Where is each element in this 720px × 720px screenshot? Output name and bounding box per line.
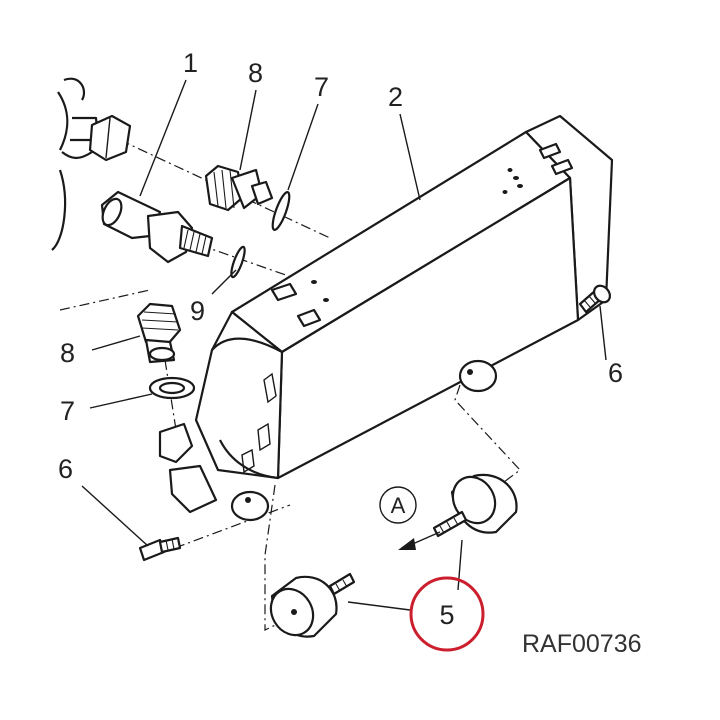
drawing-reference-code: RAF00736 <box>522 630 642 658</box>
callout-labels: 1 8 7 2 9 8 7 6 6 <box>58 48 623 484</box>
callout-7-top: 7 <box>314 72 329 102</box>
leader-lines <box>81 79 607 611</box>
callout-7-left: 7 <box>60 396 75 426</box>
o-ring-top <box>271 191 291 231</box>
adapter-fitting-top <box>204 164 274 212</box>
direction-arrow <box>398 531 441 550</box>
highlight-circle <box>409 576 485 652</box>
adapter-fitting-left <box>136 302 182 364</box>
callout-6-left: 6 <box>58 454 73 484</box>
callout-8-top: 8 <box>248 58 263 88</box>
callout-6-right: 6 <box>608 358 623 388</box>
sensor-switch-1 <box>100 190 214 264</box>
view-marker-label: A <box>391 493 406 518</box>
callout-5: 5 <box>439 600 454 630</box>
o-ring-9 <box>230 245 246 279</box>
pipe-hex-fitting <box>88 114 132 162</box>
hose-outline <box>51 77 100 251</box>
valve-housing-body <box>194 114 614 480</box>
callout-2-top: 2 <box>388 82 403 112</box>
rubber-mount-lower <box>269 572 356 638</box>
housing-mount-right <box>458 359 498 393</box>
callout-1-top: 1 <box>183 48 198 78</box>
rubber-mount-upper <box>432 473 518 538</box>
o-ring-left <box>148 376 196 400</box>
callout-8-left: 8 <box>60 338 75 368</box>
screw-right <box>578 284 611 314</box>
callout-9: 9 <box>190 296 205 326</box>
screw-left <box>138 536 182 562</box>
housing-mount-left <box>158 422 270 522</box>
highlighted-callout-5: 5 <box>409 576 485 652</box>
view-marker-a: A <box>379 486 417 524</box>
